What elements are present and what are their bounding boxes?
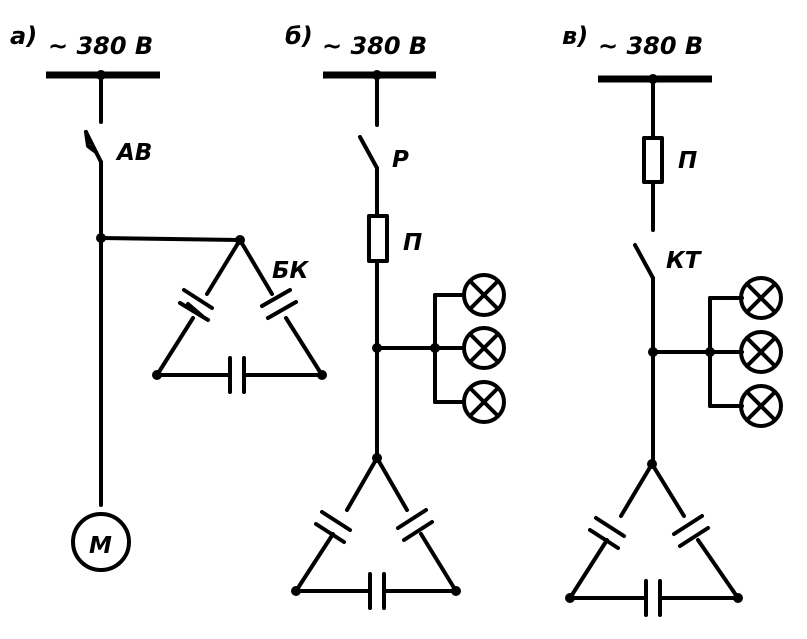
diagram-a: а) ~ 380 В АВ М [10,22,327,572]
capacitor-icon [396,508,434,542]
diagram-b-fuse-label: П [403,230,422,256]
diagram-a-breaker-label: АВ [115,140,152,166]
capacitor-bank-label: БК [272,258,310,284]
diagram-b: б) ~ 380 В Р П [285,22,506,610]
capacitor-icon [228,356,246,394]
diagram-b-voltage: ~ 380 В [322,32,427,60]
capacitor-bank-c [565,459,743,617]
contactor-icon [633,243,655,280]
diagram-a-label: а) [10,22,37,50]
breaker-icon [84,130,103,164]
lamp-icon [462,380,506,424]
diagram-b-switch-label: Р [392,147,409,173]
diagram-a-voltage: ~ 380 В [48,32,153,60]
capacitor-bank-a [152,235,327,394]
diagram-c-label: в) [562,22,588,50]
capacitor-icon [588,516,626,550]
capacitor-icon [178,288,214,322]
diagram-b-label: б) [285,22,313,50]
lamp-icon [739,330,783,374]
fuse-icon [367,214,389,263]
lamp-icon [739,276,783,320]
diagram-c-fuse-label: П [678,148,697,174]
capacitor-icon [260,288,298,320]
lamp-icon [462,273,506,317]
capacitor-icon [368,572,386,610]
capacitor-icon [672,514,710,548]
capacitor-icon [644,579,662,617]
fuse-icon [642,136,664,184]
diagram-a-tap-wire [99,236,242,242]
motor-label: М [89,533,112,559]
diagram-c-contactor-label: КТ [666,248,703,274]
lamp-icon [739,384,783,428]
capacitor-bank-b [291,453,461,610]
motor-icon [71,512,131,572]
lamp-icon [462,326,506,370]
capacitor-icon [314,510,352,544]
diagram-c: в) ~ 380 В П КТ [562,22,783,617]
switch-icon [358,135,379,170]
diagram-c-voltage: ~ 380 В [598,32,703,60]
